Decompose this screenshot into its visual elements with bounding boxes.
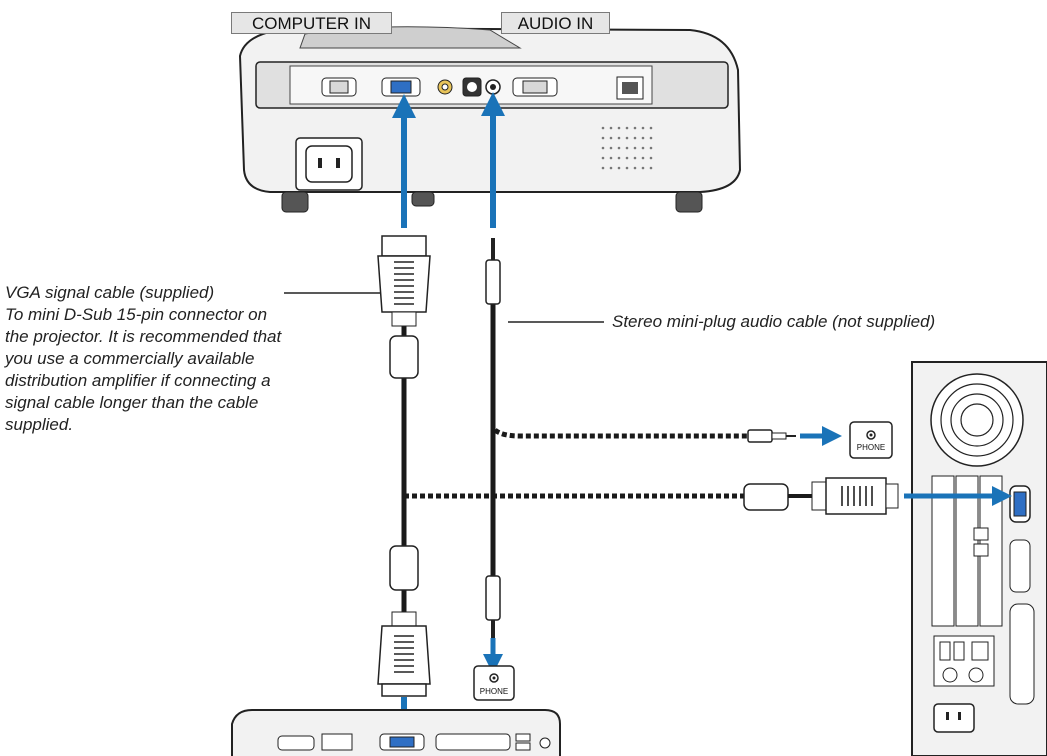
vga-cable — [377, 235, 431, 697]
vga-cable-caption: VGA signal cable (supplied) To mini D-Su… — [5, 282, 355, 436]
vga-caption-line: To mini D-Sub 15-pin connector on — [5, 305, 268, 324]
computer-in-label: COMPUTER IN — [231, 12, 392, 34]
desktop-phone-label: PHONE — [856, 443, 886, 452]
computer-in-port — [381, 77, 421, 97]
vga-caption-line: supplied. — [5, 415, 74, 434]
vga-caption-line: VGA signal cable (supplied) — [5, 283, 215, 302]
vga-caption-line: distribution amplifier if connecting a — [5, 371, 271, 390]
power-inlet-icon — [295, 137, 363, 191]
laptop-phone-label: PHONE — [479, 687, 509, 696]
audio-cable-caption: Stereo mini-plug audio cable (not suppli… — [612, 312, 936, 331]
vga-caption-line: the projector. It is recommended that — [5, 327, 282, 346]
audio-cable-to-desktop — [493, 426, 842, 446]
laptop-phone-jack-icon — [473, 665, 515, 701]
audio-in-port — [485, 79, 501, 95]
audio-in-label: AUDIO IN — [501, 12, 610, 34]
vga-cable-to-desktop — [404, 477, 1012, 515]
desktop-computer-illustration — [911, 361, 1047, 756]
vga-caption-line: signal cable longer than the cable — [5, 393, 259, 412]
vga-caption-line: you use a commercially available — [5, 349, 255, 368]
laptop-illustration — [231, 709, 561, 756]
desktop-phone-jack-icon — [849, 421, 893, 459]
audio-cable — [485, 238, 501, 640]
projector-illustration — [238, 26, 742, 213]
